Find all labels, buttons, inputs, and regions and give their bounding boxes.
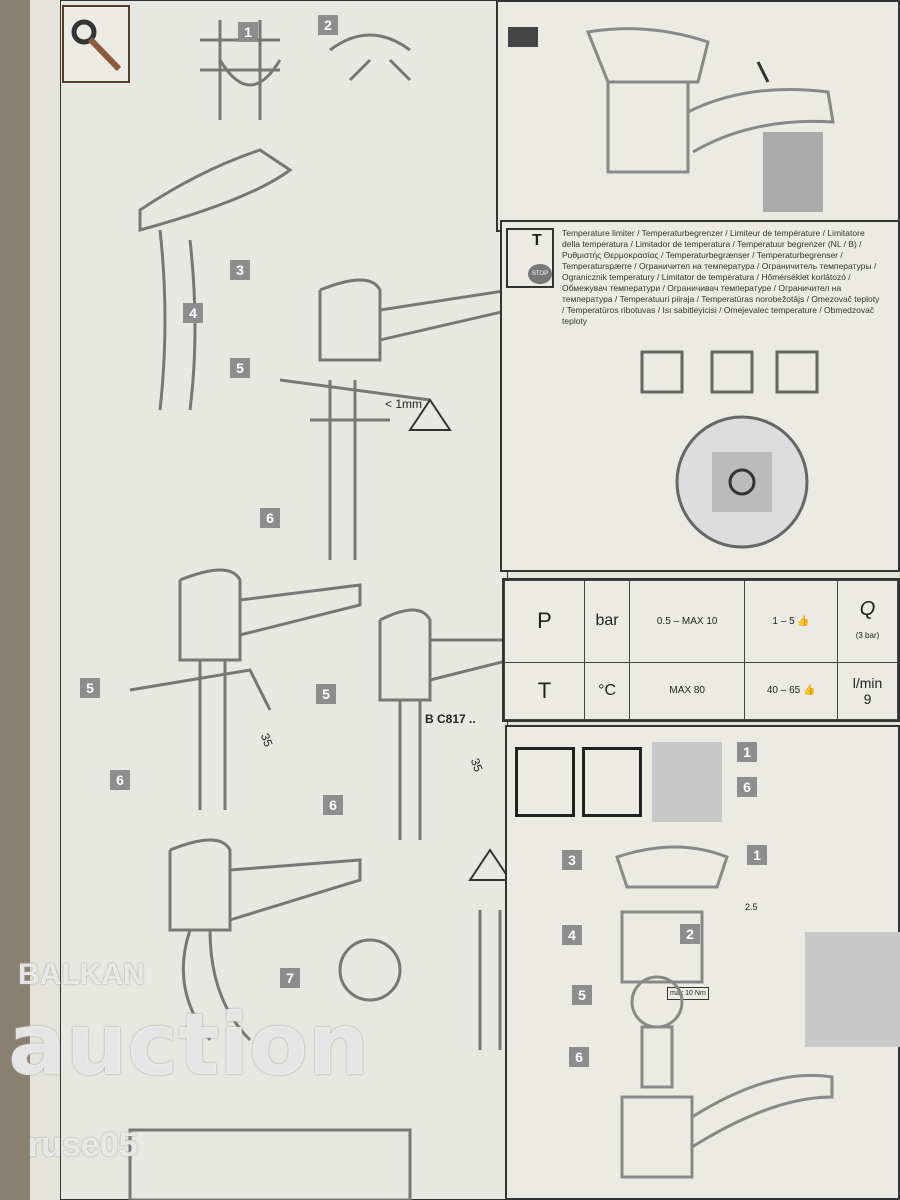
installation-drawings — [128, 20, 522, 1200]
watermark-line2: auction — [8, 995, 370, 1095]
range-start: 1 — [737, 742, 757, 762]
limiter-description: Temperature limiter / Temperaturbegrenze… — [562, 228, 880, 326]
hex-size-label: 2.5 — [745, 902, 758, 912]
step-number: 7 — [280, 968, 300, 988]
operation-panel — [496, 0, 900, 232]
maintenance-panel: 1 6 3 4 5 6 1 2 2.5 max 10 Nm — [505, 725, 900, 1200]
limiter-drawings — [640, 350, 819, 549]
gap-label: < 1mm — [385, 397, 423, 411]
temperature-limiter-panel: T STOP Temperature limiter / Temperaturb… — [500, 220, 900, 572]
step-number: 5 — [316, 684, 336, 704]
temperature-recommended: 40 – 65 👍 — [744, 661, 838, 721]
step-number: 4 — [183, 303, 203, 323]
maintenance-drawings — [615, 845, 834, 1179]
stop-badge: STOP — [528, 264, 552, 284]
pressure-recommended: 1 – 5 👍 — [744, 580, 838, 663]
step-number: 2 — [318, 15, 338, 35]
warning-valves-icon — [652, 742, 722, 822]
installation-panel — [60, 0, 508, 1200]
model-label: B C817 .. — [425, 712, 476, 726]
step-number: 6 — [260, 508, 280, 528]
cartridge-icon — [582, 747, 642, 817]
step-number: 6 — [110, 770, 130, 790]
temperature-symbol: T — [537, 677, 552, 703]
step-number: 4 — [562, 925, 582, 945]
pressure-symbol: P — [537, 608, 552, 634]
step-number: 6 — [323, 795, 343, 815]
flow-symbol: Q(3 bar) — [837, 580, 898, 663]
step-number: 6 — [569, 1047, 589, 1067]
step-number: 3 — [230, 260, 250, 280]
step-number: 1 — [238, 22, 258, 42]
step-number: 3 — [562, 850, 582, 870]
step-number: 5 — [572, 985, 592, 1005]
pressure-unit: bar — [583, 580, 631, 663]
limiter-icon-label: T — [532, 232, 542, 249]
step-number: 2 — [680, 924, 700, 944]
tools-icon-box — [62, 5, 130, 83]
pressure-range: 0.5 – MAX 10 — [629, 580, 746, 663]
valve-check-drawing — [805, 932, 900, 1047]
wrench-icon — [71, 19, 122, 72]
temperature-max: MAX 80 — [629, 661, 746, 721]
step-number: 5 — [80, 678, 100, 698]
watermark-line1: BALKAN — [18, 958, 145, 991]
range-end: 6 — [737, 777, 757, 797]
thermometer-stop-icon: T STOP — [506, 228, 554, 288]
faucet-operation-drawing — [508, 27, 835, 212]
warning-icon — [408, 398, 452, 431]
torque-label: max 10 Nm — [667, 987, 709, 1000]
specification-table: P bar 0.5 – MAX 10 1 – 5 👍 Q(3 bar) T °C… — [502, 578, 900, 722]
instruction-sheet: 1 2 3 4 5 6 < 1mm 5 6 5 6 35 35 B C817 .… — [30, 0, 900, 1200]
wrench-icon — [515, 747, 575, 817]
temperature-unit: °C — [583, 661, 631, 721]
step-number: 1 — [747, 845, 767, 865]
watermark-line3: ruse05 — [28, 1126, 138, 1164]
step-number: 5 — [230, 358, 250, 378]
